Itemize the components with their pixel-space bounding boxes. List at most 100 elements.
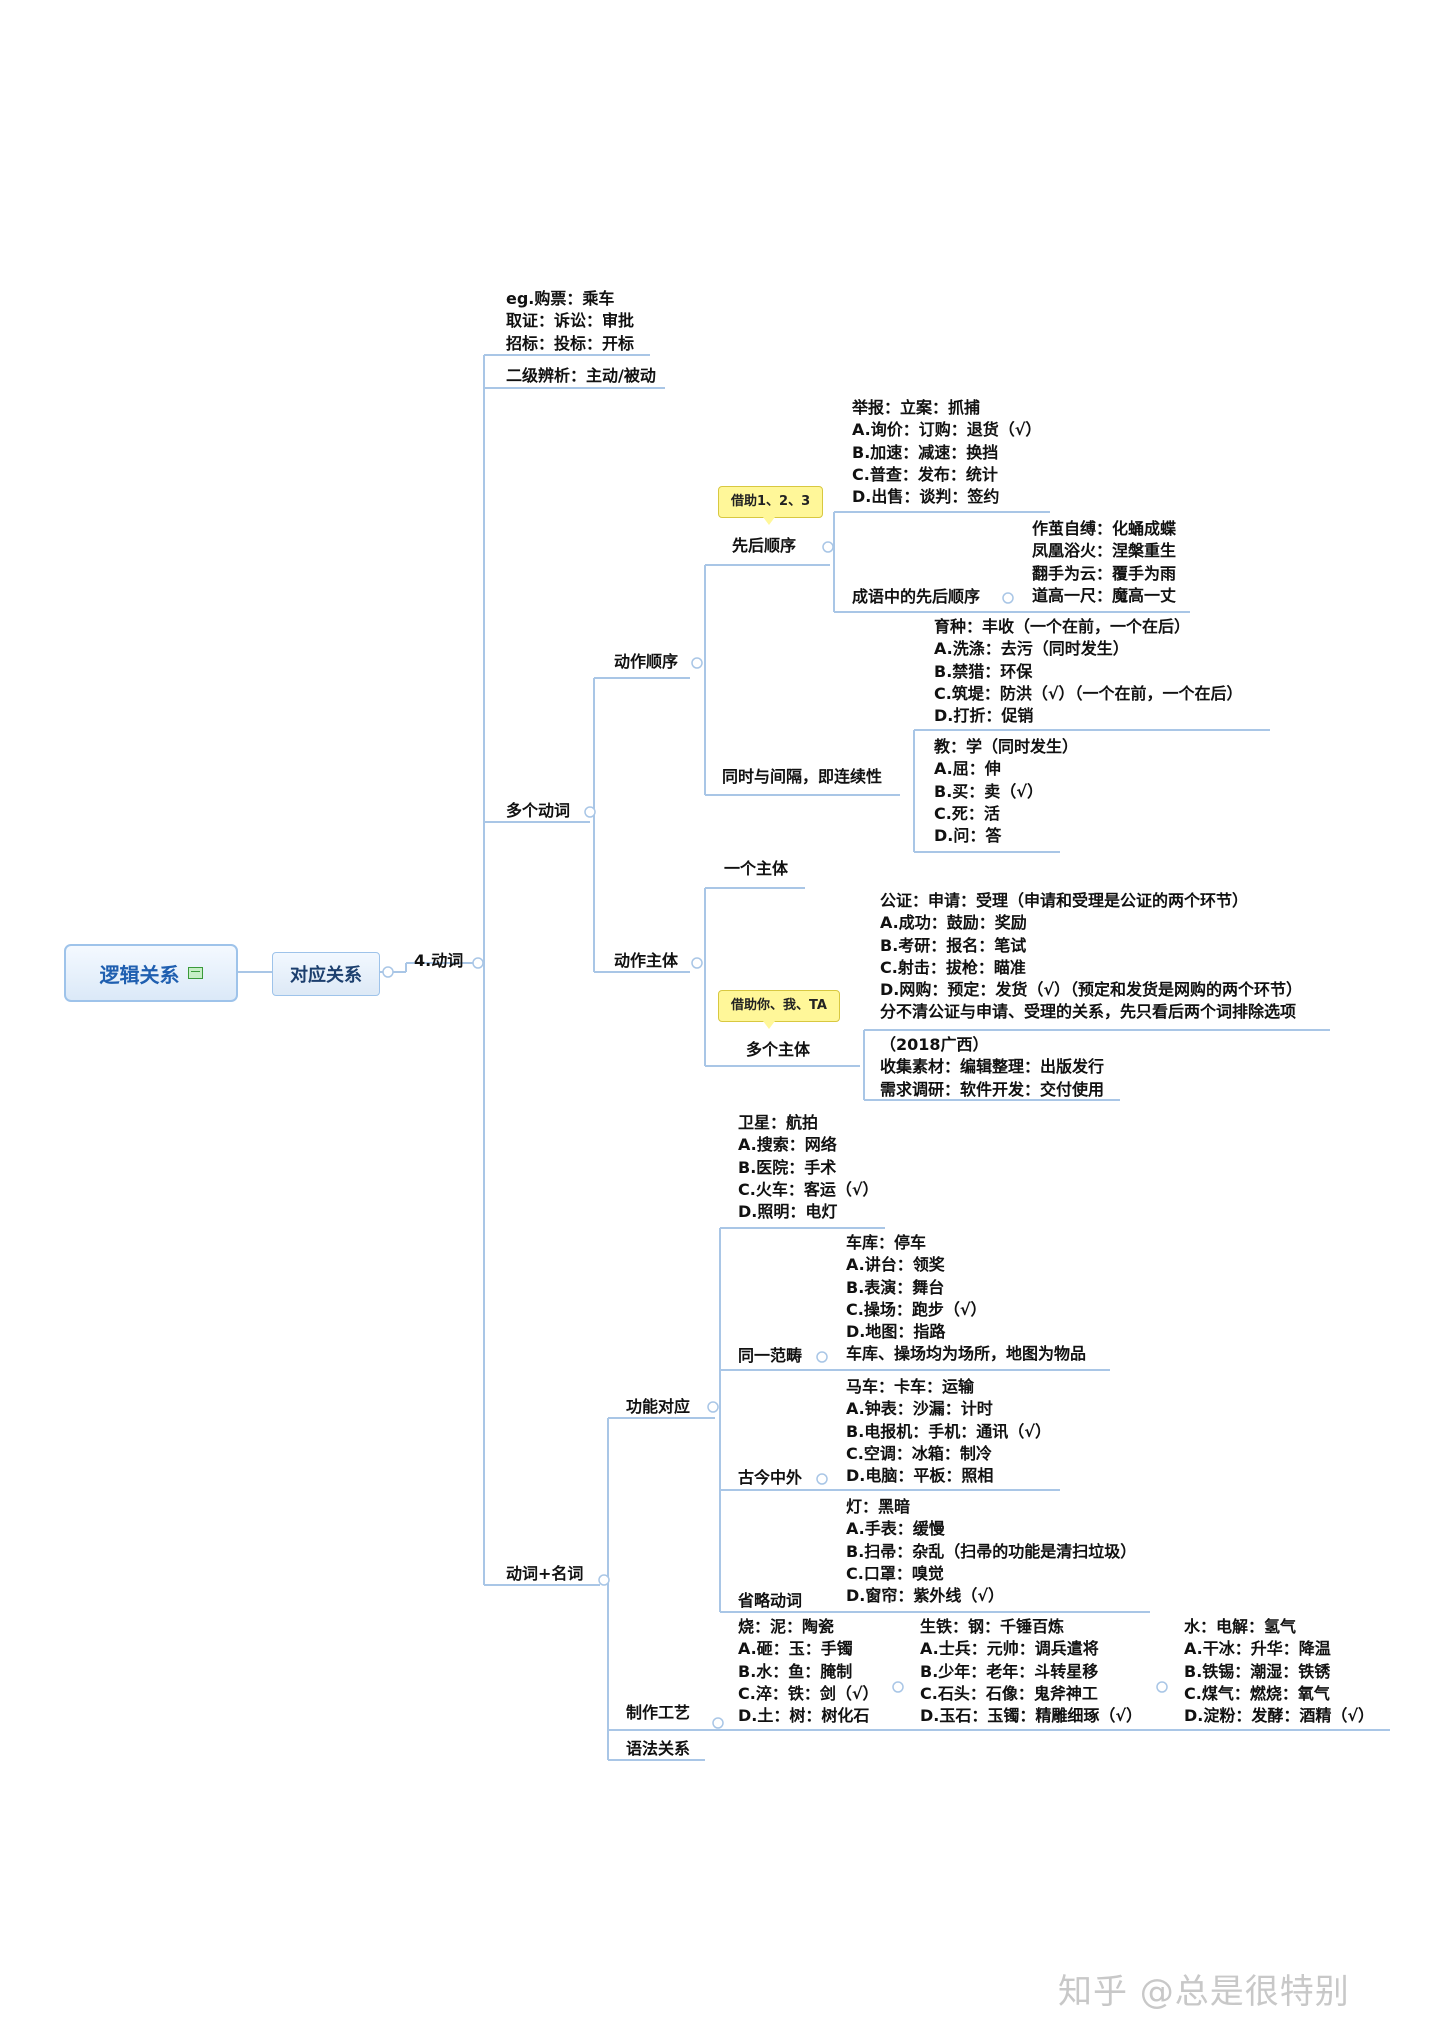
example-line: A.士兵：元帅：调兵遣将 <box>920 1639 1099 1659</box>
example-line: 作茧自缚：化蛹成蝶 <box>1032 519 1177 538</box>
watermark: 知乎 @总是很特别 <box>1058 1972 1350 2012</box>
example-line: 公证：申请：受理（申请和受理是公证的两个环节） <box>880 891 1249 910</box>
top-examples: eg.购票：乘车 取证：诉讼：审批 招标：投标：开标 <box>506 288 634 355</box>
example-line: C.石头：石像：鬼斧神工 <box>920 1683 1098 1703</box>
example-line: D.电脑：平板：照相 <box>846 1466 994 1486</box>
example-line: 招标：投标：开标 <box>506 333 635 353</box>
example-line: eg.购票：乘车 <box>506 289 615 308</box>
example-line: 卫星：航拍 <box>738 1113 819 1132</box>
example-line: 育种：丰收（一个在前，一个在后） <box>934 617 1191 636</box>
node-omitted-verb[interactable]: 省略动词 <box>738 1591 803 1610</box>
node-one-subject[interactable]: 一个主体 <box>724 859 789 878</box>
example-line: B.加速：减速：换挡 <box>852 442 999 462</box>
example-line: B.电报机：手机：通讯（√） <box>846 1421 1051 1441</box>
node-multi-subject[interactable]: 多个主体 <box>746 1040 811 1059</box>
example-line: （2018广西） <box>880 1035 989 1054</box>
sequence-callout: 借助1、2、3 <box>718 486 824 525</box>
example-line: B.表演：舞台 <box>846 1277 945 1297</box>
example-line: 分不清公证与申请、受理的关系，先只看后两个词排除选项 <box>880 1002 1297 1022</box>
example-line: A.砸：玉：手镯 <box>738 1639 853 1659</box>
example-line: 灯：黑暗 <box>846 1497 911 1516</box>
example-line: C.淬：铁：剑（√） <box>738 1683 879 1703</box>
example-line: 车库：停车 <box>846 1233 927 1252</box>
example-line: C.死：活 <box>934 803 1000 823</box>
example-line: B.医院：手术 <box>738 1157 837 1177</box>
node-same-category[interactable]: 同一范畴 <box>738 1346 803 1365</box>
example-line: 水：电解：氢气 <box>1184 1617 1297 1636</box>
example-line: B.买：卖（√） <box>934 781 1043 801</box>
node-multi-verbs[interactable]: 多个动词 <box>506 801 571 820</box>
multi-subject-callout: 借助你、我、TA <box>718 990 840 1029</box>
example-line: 烧：泥：陶瓷 <box>738 1617 835 1636</box>
node-verb-noun[interactable]: 动词+名词 <box>506 1564 584 1583</box>
example-line: C.空调：冰箱：制冷 <box>846 1443 992 1463</box>
example-line: A.钟表：沙漏：计时 <box>846 1399 993 1419</box>
example-line: C.口罩：嗅觉 <box>846 1563 944 1583</box>
example-line: C.射击：拔枪：瞄准 <box>880 957 1026 977</box>
example-line: 道高一尺：魔高一丈 <box>1032 585 1177 605</box>
example-line: B.水：鱼：腌制 <box>738 1661 853 1681</box>
node-process[interactable]: 制作工艺 <box>626 1703 691 1722</box>
node-grammar[interactable]: 语法关系 <box>626 1739 691 1758</box>
node-sim-interval[interactable]: 同时与间隔，即连续性 <box>722 767 883 786</box>
example-line: D.照明：电灯 <box>738 1202 838 1222</box>
node-sequence[interactable]: 先后顺序 <box>732 536 797 555</box>
idiom-examples: 作茧自缚：化蛹成蝶 凤凰浴火：涅槃重生 翻手为云：覆手为雨 道高一尺：魔高一丈 <box>1032 518 1176 607</box>
example-line: C.操场：跑步（√） <box>846 1299 987 1319</box>
process-examples-2: 生铁：钢：千锤百炼 A.士兵：元帅：调兵遣将 B.少年：老年：斗转星移 C.石头… <box>920 1616 1142 1727</box>
example-line: D.土：树：树化石 <box>738 1706 870 1726</box>
example-line: A.洗涤：去污（同时发生） <box>934 639 1129 659</box>
example-line: B.禁猎：环保 <box>934 661 1033 681</box>
subject-examples-2: （2018广西） 收集素材：编辑整理：出版发行 需求调研：软件开发：交付使用 <box>880 1034 1104 1101</box>
example-line: A.干冰：升华：降温 <box>1184 1639 1331 1659</box>
example-line: D.淀粉：发酵：酒精（√） <box>1184 1706 1375 1726</box>
node-function[interactable]: 功能对应 <box>626 1397 691 1416</box>
example-line: B.考研：报名：笔试 <box>880 935 1027 955</box>
example-line: 取证：诉讼：审批 <box>506 311 635 331</box>
example-line: D.玉石：玉镯：精雕细琢（√） <box>920 1706 1143 1726</box>
example-line: D.出售：谈判：签约 <box>852 487 1000 507</box>
ancient-modern-examples: 马车：卡车：运输 A.钟表：沙漏：计时 B.电报机：手机：通讯（√） C.空调：… <box>846 1376 1051 1487</box>
example-line: A.讲台：领奖 <box>846 1255 945 1275</box>
node-verb[interactable]: 4.动词 <box>414 951 464 970</box>
example-line: A.屈：伸 <box>934 759 1001 779</box>
example-line: 举报：立案：抓捕 <box>852 398 981 417</box>
example-line: 生铁：钢：千锤百炼 <box>920 1617 1065 1636</box>
node-action-order[interactable]: 动作顺序 <box>614 652 679 671</box>
process-examples-3: 水：电解：氢气 A.干冰：升华：降温 B.铁锡：潮湿：铁锈 C.煤气：燃烧：氧气… <box>1184 1616 1374 1727</box>
example-line: C.煤气：燃烧：氧气 <box>1184 1683 1330 1703</box>
subject-examples-1: 公证：申请：受理（申请和受理是公证的两个环节） A.成功：鼓励：奖励 B.考研：… <box>880 890 1302 1024</box>
example-line: D.网购：预定：发货（√）（预定和发货是网购的两个环节） <box>880 980 1303 1000</box>
example-line: 翻手为云：覆手为雨 <box>1032 563 1177 583</box>
example-line: B.铁锡：潮湿：铁锈 <box>1184 1661 1331 1681</box>
example-line: C.火车：客运（√） <box>738 1179 879 1199</box>
sequence-examples: 举报：立案：抓捕 A.询价：订购：退货（√） B.加速：减速：换挡 C.普查：发… <box>852 397 1041 508</box>
function-examples: 卫星：航拍 A.搜索：网络 B.医院：手术 C.火车：客运（√） D.照明：电灯 <box>738 1112 879 1223</box>
example-line: 车库、操场均为场所，地图为物品 <box>846 1344 1087 1364</box>
node-action-subject[interactable]: 动作主体 <box>614 951 679 970</box>
example-line: 教：学（同时发生） <box>934 737 1079 756</box>
example-line: 马车：卡车：运输 <box>846 1377 975 1396</box>
example-line: 凤凰浴火：涅槃重生 <box>1032 541 1177 561</box>
note-icon[interactable] <box>187 967 203 979</box>
root-node[interactable]: 逻辑关系 <box>64 944 238 1002</box>
example-line: A.询价：订购：退货（√） <box>852 420 1042 440</box>
example-line: D.打折：促销 <box>934 706 1034 726</box>
root-label: 逻辑关系 <box>99 962 180 987</box>
node-correspondence[interactable]: 对应关系 <box>272 952 380 996</box>
node-correspondence-label: 对应关系 <box>290 965 362 986</box>
sim-examples-2: 教：学（同时发生） A.屈：伸 B.买：卖（√） C.死：活 D.问：答 <box>934 736 1078 847</box>
example-line: 需求调研：软件开发：交付使用 <box>880 1079 1105 1099</box>
node-idiom-order[interactable]: 成语中的先后顺序 <box>852 587 981 606</box>
example-line: D.窗帘：紫外线（√） <box>846 1586 1005 1606</box>
example-line: C.普查：发布：统计 <box>852 464 998 484</box>
example-line: A.成功：鼓励：奖励 <box>880 913 1027 933</box>
example-line: A.搜索：网络 <box>738 1135 837 1155</box>
example-line: D.问：答 <box>934 826 1002 846</box>
sim-examples-1: 育种：丰收（一个在前，一个在后） A.洗涤：去污（同时发生） B.禁猎：环保 C… <box>934 616 1243 727</box>
node-secondary[interactable]: 二级辨析：主动/被动 <box>506 366 656 385</box>
node-ancient-modern[interactable]: 古今中外 <box>738 1468 803 1487</box>
example-line: B.扫帚：杂乱（扫帚的功能是清扫垃圾） <box>846 1541 1137 1561</box>
example-line: 收集素材：编辑整理：出版发行 <box>880 1057 1105 1077</box>
